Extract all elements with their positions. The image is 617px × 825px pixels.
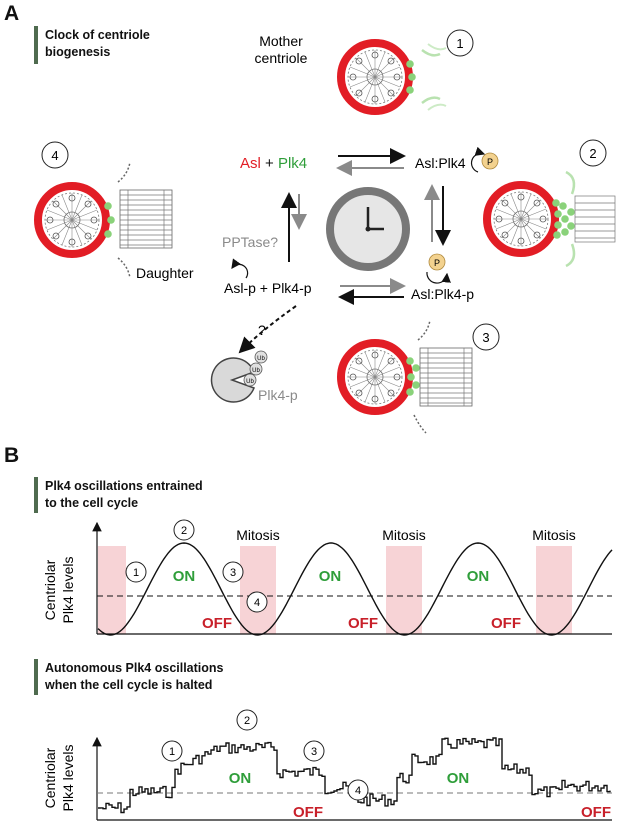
phospho-badge-top: P <box>470 146 499 173</box>
plk4-label: Plk4 <box>278 155 307 172</box>
plk4-p-degraded-label: Plk4-p <box>258 387 298 403</box>
step-3-number: 3 <box>482 330 489 345</box>
step-1-number: 1 <box>456 36 463 51</box>
step-4-marker: 4 <box>41 141 69 169</box>
oscillation-plot-autonomous: Centriolar Plk4 levels ON ON OFF OFF 1 2… <box>42 709 612 821</box>
off-label-top-2: OFF <box>348 615 378 632</box>
panel-b-bottom-title: Autonomous Plk4 oscillations when the ce… <box>45 660 224 694</box>
on-label-bottom-1: ON <box>229 770 252 787</box>
asl-plk4-free: Asl + Plk4 <box>240 155 307 172</box>
asl-plk4-p-complex: Asl:Plk4-p <box>411 286 474 302</box>
phospho-label-top: P <box>487 157 493 167</box>
off-label-bottom-1: OFF <box>293 804 323 821</box>
panel-a-letter: A <box>4 2 20 25</box>
mitosis-band-4 <box>536 546 572 634</box>
panel-b-bottom-title-bar <box>34 659 38 695</box>
proteasome-icon <box>210 357 255 403</box>
step-top-3: 3 <box>230 567 236 579</box>
panel-b-top-title: Plk4 oscillations entrained to the cell … <box>45 478 203 512</box>
ub-label-2: Ub <box>252 368 260 374</box>
ylabel-top-line2: Plk4 levels <box>60 557 76 624</box>
centriole-assembling <box>487 170 616 268</box>
centriole-elongating <box>341 319 473 434</box>
ubiquitin-chain-icon: Ub Ub Ub <box>243 350 268 387</box>
phospho-badge-bottom: P <box>426 253 451 284</box>
mitosis-label-1: Mitosis <box>236 527 280 543</box>
step-bottom-3: 3 <box>311 746 317 758</box>
degradation-question: ? <box>258 322 266 338</box>
panel-a-title-bar <box>34 26 38 64</box>
on-label-top-3: ON <box>467 568 490 585</box>
panel-b-top-title-line1: Plk4 oscillations entrained <box>45 479 203 493</box>
mother-centriole-label-line2: centriole <box>255 50 308 66</box>
ylabel-bottom-line2: Plk4 levels <box>60 745 76 812</box>
off-label-top-3: OFF <box>491 615 521 632</box>
mitosis-bands <box>98 546 572 634</box>
mother-centriole <box>341 43 447 111</box>
panel-a-title: Clock of centriole biogenesis <box>45 27 150 61</box>
step-2-number: 2 <box>589 146 596 161</box>
panel-b-bottom-title-line1: Autonomous Plk4 oscillations <box>45 661 224 675</box>
off-label-top-1: OFF <box>202 615 232 632</box>
mitosis-band-1 <box>98 546 126 634</box>
step-top-2: 2 <box>181 525 187 537</box>
oscillation-curve-top <box>97 542 613 636</box>
on-label-bottom-2: ON <box>447 770 470 787</box>
mitosis-band-3 <box>386 546 422 634</box>
step-top-1: 1 <box>133 567 139 579</box>
clock-icon <box>326 187 410 271</box>
ub-label-3: Ub <box>246 379 254 385</box>
phospho-label-bottom: P <box>434 258 440 268</box>
mitosis-band-2 <box>240 546 276 634</box>
on-label-top-2: ON <box>319 568 342 585</box>
ylabel-top-line1: Centriolar <box>42 559 58 620</box>
mitosis-label-3: Mitosis <box>532 527 576 543</box>
daughter-label: Daughter <box>136 265 194 281</box>
panel-b-bottom-title-line2: when the cell cycle is halted <box>45 678 213 692</box>
ub-label-1: Ub <box>257 356 265 362</box>
ylabel-bottom-line1: Centriolar <box>42 747 58 808</box>
autophospho-loop-left <box>231 258 249 279</box>
panel-a-title-line1: Clock of centriole <box>45 28 150 42</box>
step-bottom-1: 1 <box>169 746 175 758</box>
step-bottom-2: 2 <box>244 715 250 727</box>
centriole-with-daughter <box>38 161 173 279</box>
step-bottom-4: 4 <box>355 785 361 797</box>
panel-a-diagram: Mother centriole 1 2 3 4 Daughter <box>0 29 616 434</box>
panel-b-letter: B <box>4 444 20 467</box>
panel-b-top-title-bar <box>34 477 38 513</box>
step-3-marker: 3 <box>472 323 500 351</box>
asl-label: Asl <box>240 155 261 172</box>
panel-b-top-title-line2: to the cell cycle <box>45 496 139 510</box>
step-1-marker: 1 <box>446 29 474 57</box>
step-2-marker: 2 <box>579 139 607 167</box>
step-top-4: 4 <box>254 597 260 609</box>
oscillation-plot-entrained: Centriolar Plk4 levels Mitosis Mitosis M… <box>42 519 613 636</box>
mother-centriole-label-line1: Mother <box>259 33 303 49</box>
panel-a-title-line2: biogenesis <box>45 45 111 59</box>
off-label-bottom-2: OFF <box>581 804 611 821</box>
plus-label: + <box>261 155 278 172</box>
pptase-label: PPTase? <box>222 234 278 250</box>
on-label-top-1: ON <box>173 568 196 585</box>
asl-plk4-complex: Asl:Plk4 <box>415 155 466 171</box>
arrow-degradation <box>238 305 297 354</box>
step-4-number: 4 <box>51 148 58 163</box>
mitosis-label-2: Mitosis <box>382 527 426 543</box>
step-markers-top: 1 2 3 4 <box>125 519 268 613</box>
step-markers-bottom: 1 2 3 4 <box>161 709 369 801</box>
asl-p-plk4-p: Asl-p + Plk4-p <box>224 280 312 296</box>
